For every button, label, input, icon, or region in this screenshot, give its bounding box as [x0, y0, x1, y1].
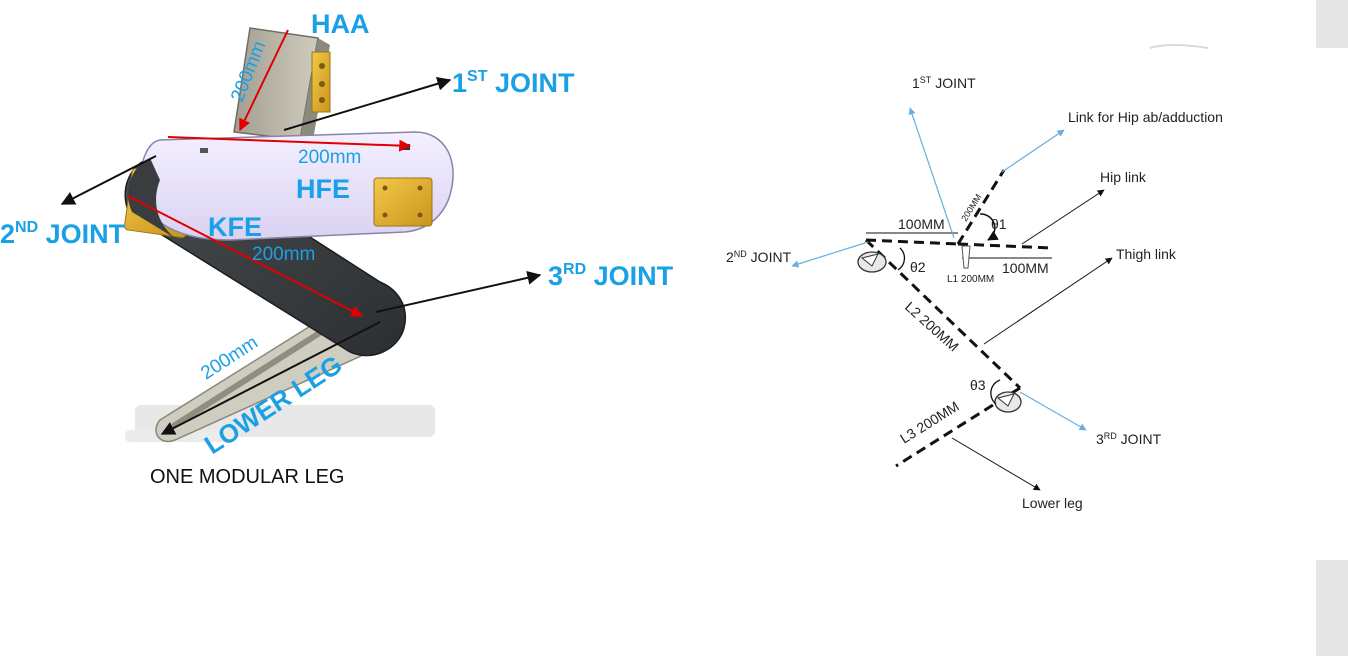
- hfe-dimension-line: [167, 136, 412, 152]
- schematic-joint2-number: 2: [726, 249, 734, 265]
- joint3-pointer: [375, 270, 542, 313]
- theta3-label: θ3: [970, 377, 986, 393]
- joint2-schematic-pointer: [791, 241, 869, 268]
- schematic-joint3-label: 3RD JOINT: [1096, 431, 1162, 447]
- dim-100-right-label: 100MM: [1002, 260, 1049, 276]
- joint3-label: 3RD JOINT: [548, 261, 674, 291]
- hfe-label: HFE: [296, 174, 350, 204]
- hip-link-right: [957, 242, 1053, 250]
- joint2-word: JOINT: [38, 219, 126, 249]
- schematic-joint1-word: JOINT: [931, 75, 976, 91]
- lower-leg-schematic-label: Lower leg: [1022, 495, 1083, 511]
- l3-label: L3 200MM: [897, 398, 962, 447]
- schematic-joint2-word: JOINT: [747, 249, 792, 265]
- theta2-label: θ2: [910, 259, 926, 275]
- kfe-dimension-label: 200mm: [252, 244, 315, 265]
- lower-leg-pointer: [160, 321, 381, 435]
- kfe-label: KFE: [208, 212, 262, 242]
- kinematic-schematic: 1ST JOINT Link for Hip ab/adduction Hip …: [726, 75, 1223, 511]
- schematic-joint2-label: 2ND JOINT: [726, 249, 792, 265]
- thigh-link-label: Thigh link: [1116, 246, 1177, 262]
- pointer-arrows: [60, 76, 542, 435]
- kfe-front-plate: [128, 158, 178, 240]
- schematic-joint3-number: 3: [1096, 431, 1104, 447]
- scrollbar-bottom[interactable]: [1316, 560, 1348, 656]
- joint3-superscript: RD: [563, 261, 586, 278]
- hip-abduction-pointer: [1001, 129, 1065, 173]
- joint1-rotation-symbol: [961, 213, 999, 269]
- dim-100-left-label: 100MM: [898, 216, 945, 232]
- partial-arc: [1149, 44, 1209, 49]
- hip-link-pointer: [1021, 189, 1105, 245]
- joint3-schematic-pointer: [1019, 391, 1087, 431]
- lower-leg-schematic-pointer: [951, 437, 1041, 491]
- figure-caption: ONE MODULAR LEG: [150, 466, 344, 488]
- thigh-link: [864, 238, 1022, 390]
- joint2-rotation-symbol: [857, 247, 906, 273]
- schematic-joint2-superscript: ND: [734, 249, 747, 259]
- l2-label: L2 200MM: [902, 298, 962, 354]
- schematic-joint1-superscript: ST: [920, 75, 932, 85]
- joint1-label: 1ST JOINT: [452, 68, 575, 98]
- theta1-label: θ1: [991, 216, 1007, 232]
- haa-label: HAA: [311, 9, 370, 39]
- schematic-joint1-label: 1ST JOINT: [912, 75, 976, 91]
- joint2-superscript: ND: [15, 219, 38, 236]
- leg-render: HAA 1ST JOINT 2ND JOINT 3RD JOINT HFE KF…: [0, 9, 674, 488]
- joint1-superscript: ST: [467, 68, 488, 85]
- scrollbar-top[interactable]: [1316, 0, 1348, 48]
- joint2-pointer: [60, 155, 157, 205]
- hip-link-left: [865, 238, 959, 246]
- dim-200-small-label: 200MM: [959, 192, 983, 223]
- hip-link-label: Hip link: [1100, 169, 1147, 185]
- schematic-joint3-word: JOINT: [1117, 431, 1162, 447]
- joint1-number: 1: [452, 68, 467, 98]
- joint1-word: JOINT: [487, 68, 575, 98]
- joint3-word: JOINT: [586, 261, 674, 291]
- thigh-link-pointer: [983, 257, 1113, 345]
- joint1-schematic-pointer: [908, 107, 955, 239]
- joint3-number: 3: [548, 261, 563, 291]
- l1-label: L1 200MM: [947, 274, 994, 285]
- hip-abduction-label: Link for Hip ab/adduction: [1068, 109, 1223, 125]
- schematic-joint3-superscript: RD: [1104, 431, 1117, 441]
- joint3-rotation-symbol: [990, 379, 1022, 413]
- haa-module: [233, 27, 331, 145]
- schematic-joint1-number: 1: [912, 75, 920, 91]
- hfe-dimension-label: 200mm: [298, 147, 361, 168]
- joint1-pointer: [283, 76, 452, 131]
- kfe-dimension-line: [127, 195, 364, 317]
- hip-abduction-link: [956, 169, 1006, 245]
- haa-dimension-line: [239, 29, 289, 132]
- joint2-label: 2ND JOINT: [0, 219, 126, 249]
- dimension-lines: [127, 29, 412, 317]
- joint2-number: 2: [0, 219, 15, 249]
